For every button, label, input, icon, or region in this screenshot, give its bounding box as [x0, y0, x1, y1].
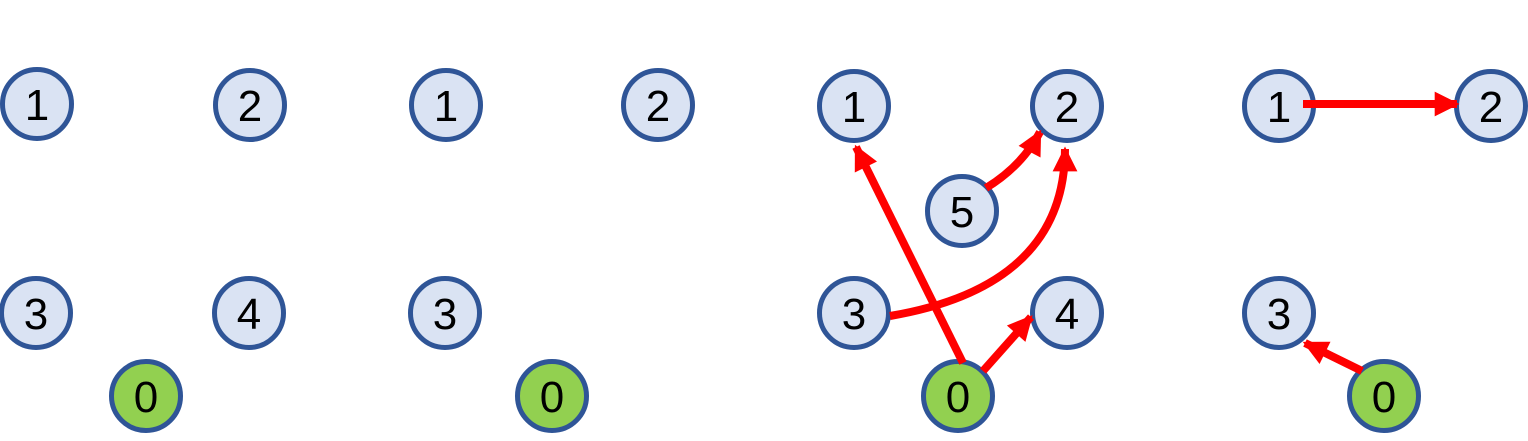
node-label-0: 0	[134, 373, 158, 422]
node-label-4: 4	[1055, 290, 1079, 339]
node-label-2: 2	[238, 82, 262, 131]
node-3	[408, 276, 482, 350]
node-5	[925, 174, 999, 248]
panel-4: 1 2 3 0	[1242, 69, 1528, 433]
arrow-3-to-2	[889, 146, 1078, 320]
start-node-0	[515, 359, 589, 433]
node-label-2: 2	[1479, 83, 1503, 132]
panel-2: 1 2 3 0	[408, 68, 695, 433]
start-node-0	[1347, 359, 1421, 433]
node-label-1: 1	[25, 81, 49, 130]
node-4	[212, 276, 286, 350]
node-1	[409, 68, 483, 142]
node-label-4: 4	[237, 290, 261, 339]
panel-1: 1 2 3 4 0	[0, 67, 287, 433]
node-3	[817, 276, 891, 350]
node-3	[0, 276, 73, 350]
node-label-5: 5	[950, 188, 974, 237]
node-2	[621, 68, 695, 142]
arrow-0-to-4	[980, 314, 1034, 374]
node-2	[1030, 69, 1104, 143]
node-1	[0, 67, 74, 141]
node-label-2: 2	[646, 82, 670, 131]
node-label-1: 1	[1267, 83, 1291, 132]
node-1	[817, 69, 891, 143]
node-label-0: 0	[540, 373, 564, 422]
node-label-0: 0	[946, 373, 970, 422]
node-2	[213, 68, 287, 142]
node-label-1: 1	[434, 82, 458, 131]
panel-3: 1 2 5 3 4 0	[817, 69, 1104, 433]
node-label-2: 2	[1055, 83, 1079, 132]
node-label-3: 3	[24, 290, 48, 339]
node-label-3: 3	[842, 290, 866, 339]
arrow-0-to-3	[1302, 339, 1364, 375]
node-3	[1242, 276, 1316, 350]
node-label-3: 3	[1267, 290, 1291, 339]
arrow-5-to-2	[983, 129, 1044, 192]
node-label-0: 0	[1372, 373, 1396, 422]
node-4	[1030, 276, 1104, 350]
node-label-3: 3	[433, 290, 457, 339]
arrow-0-to-1	[852, 144, 967, 365]
node-label-1: 1	[842, 83, 866, 132]
start-node-0	[109, 359, 183, 433]
